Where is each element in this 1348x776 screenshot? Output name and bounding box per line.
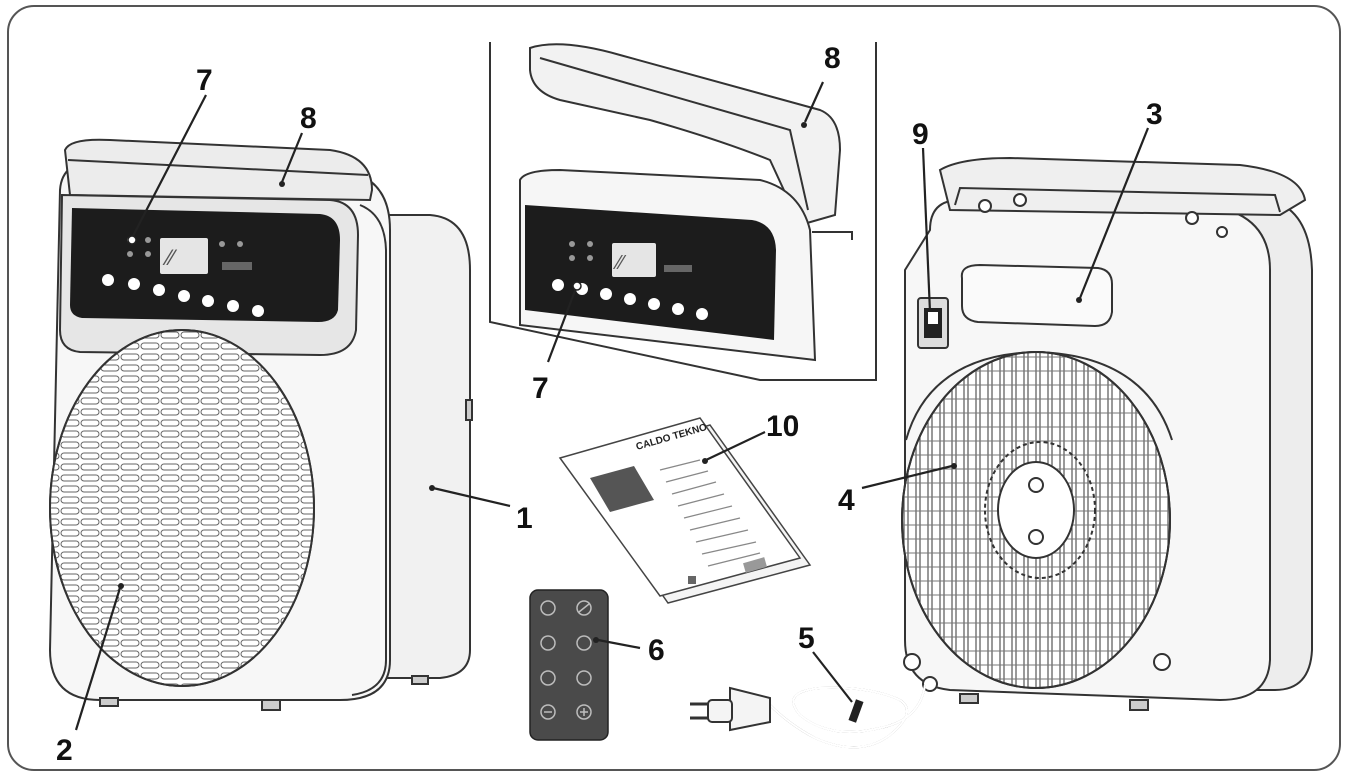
front-heater: ⁄⁄ [48,138,473,711]
callout-4: 4 [838,484,855,517]
callout-7-inset: 7 [532,372,549,405]
rear-carry-handle [960,263,1113,328]
callout-3: 3 [1146,98,1163,131]
callout-8-inset: 8 [824,42,841,75]
power-plug [729,686,771,732]
callout-7-front: 7 [196,64,213,97]
inset-open-lid: ⁄⁄ [489,42,877,381]
callout-8-front: 8 [300,102,317,135]
inset-panel-buttons [552,279,708,320]
instruction-manual: CALDO TEKNO [558,417,812,604]
front-grille [50,330,314,686]
callout-2: 2 [56,734,73,767]
callout-10: 10 [766,410,799,443]
leader-lines [74,81,1150,731]
remote-control [529,589,609,741]
power-cord [690,684,927,749]
callout-9: 9 [912,118,929,151]
rear-heater [901,156,1313,711]
frame-border [7,5,1341,771]
front-display-screen [160,238,208,274]
callout-1: 1 [516,502,533,535]
callout-6: 6 [648,634,665,667]
front-panel-buttons [102,274,264,317]
callout-5: 5 [798,622,815,655]
callout-numbers: 7 8 1 2 8 7 10 6 5 4 9 3 [56,42,1163,767]
